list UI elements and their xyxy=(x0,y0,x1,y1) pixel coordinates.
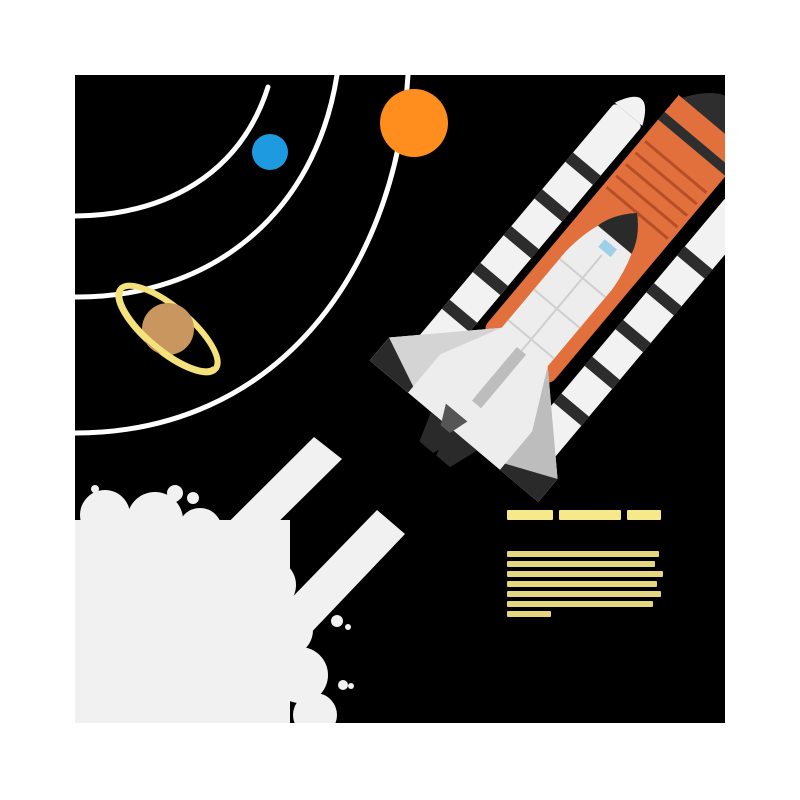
heading-word xyxy=(507,510,553,520)
orbit-inner xyxy=(75,84,271,219)
orbit-lines xyxy=(75,75,411,436)
body-placeholder xyxy=(507,551,687,617)
body-line xyxy=(507,591,661,597)
heading-word xyxy=(559,510,621,520)
body-line xyxy=(507,551,659,557)
smoke-cloud-icon xyxy=(75,485,354,723)
planet-blue-icon xyxy=(252,134,288,170)
orbiter xyxy=(369,212,638,502)
planet-orange-icon xyxy=(380,89,448,157)
space-shuttle-icon xyxy=(369,93,725,502)
body-line xyxy=(507,611,551,617)
heading-placeholder xyxy=(507,509,687,521)
orbit-outer xyxy=(75,75,411,436)
solid-rocket-booster-right xyxy=(513,198,725,477)
space-scene xyxy=(75,75,725,723)
main-engines xyxy=(419,403,477,468)
heading-word xyxy=(627,510,661,520)
body-line xyxy=(507,561,655,567)
saturn-icon xyxy=(115,282,221,376)
body-line xyxy=(507,571,663,577)
space-poster xyxy=(75,75,725,723)
body-line xyxy=(507,601,653,607)
orbit-middle xyxy=(75,75,340,300)
body-line xyxy=(507,581,657,587)
text-block xyxy=(507,509,687,617)
solid-rocket-booster-left xyxy=(401,96,646,383)
